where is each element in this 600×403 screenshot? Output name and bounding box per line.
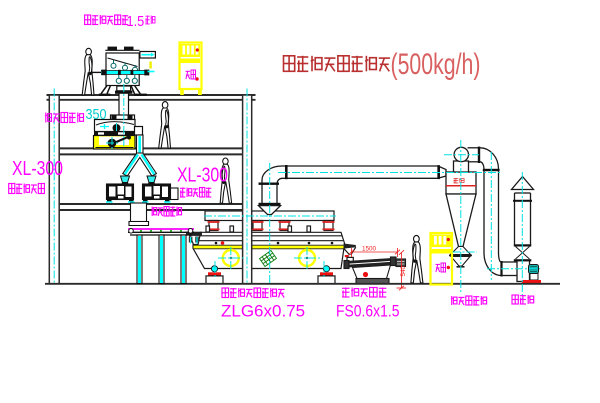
svg-text:ZLG6x0.75: ZLG6x0.75	[221, 302, 305, 321]
svg-text:540: 540	[400, 265, 407, 276]
svg-text:FS0.6x1.5: FS0.6x1.5	[336, 302, 399, 321]
svg-text:(500kg/h): (500kg/h)	[391, 46, 481, 81]
svg-text:XL-300: XL-300	[12, 157, 63, 179]
svg-text:1500: 1500	[362, 246, 377, 253]
svg-text:350: 350	[86, 106, 107, 122]
svg-text:XL-300: XL-300	[177, 164, 228, 186]
svg-text:1.5: 1.5	[127, 12, 145, 29]
